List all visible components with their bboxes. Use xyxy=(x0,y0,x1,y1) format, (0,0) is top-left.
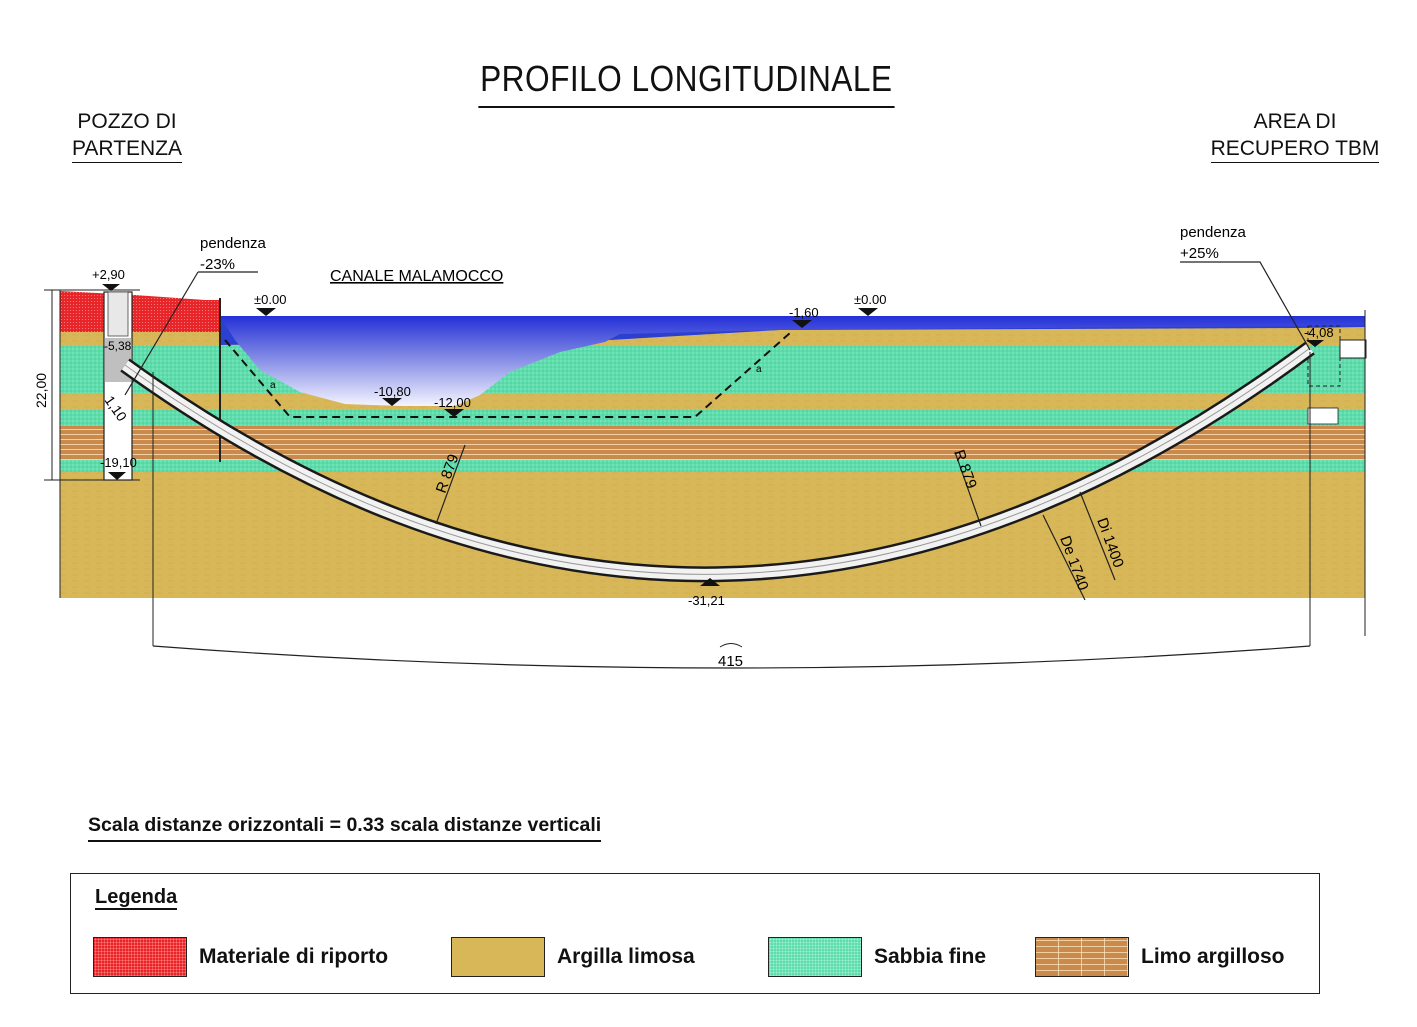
marker-bank xyxy=(792,320,812,328)
marker-lowest xyxy=(700,578,720,586)
elev-recovery: -4,08 xyxy=(1304,325,1334,340)
elevation-markers xyxy=(102,284,1324,586)
length-arc-symbol xyxy=(719,643,743,648)
radius-right-leader xyxy=(954,451,982,527)
mark-a-left: a xyxy=(270,380,276,391)
mark-a-right: a xyxy=(756,364,762,375)
length-arc xyxy=(152,645,1311,669)
page-title: PROFILO LONGITUDINALE xyxy=(0,58,1372,108)
layer-sabbia-2 xyxy=(60,409,1365,426)
marker-bed xyxy=(382,398,402,406)
recovery-area-label-line2: RECUPERO TBM xyxy=(1210,135,1380,163)
elev-shaft-top: +2,90 xyxy=(92,267,125,282)
diameter-leader-2 xyxy=(1079,491,1116,581)
legend: Legenda Materiale di riporto Argilla lim… xyxy=(70,873,1320,994)
marker-water-left xyxy=(256,308,276,316)
marker-recovery xyxy=(1306,340,1324,347)
slope-right-value: +25% xyxy=(1180,245,1219,262)
recovery-block xyxy=(1307,407,1339,425)
channel-dredge-outline xyxy=(224,332,791,418)
legend-title: Legenda xyxy=(95,886,178,910)
legend-label-argilla: Argilla limosa xyxy=(557,945,695,968)
dim-shaft-height: 22,00 xyxy=(33,373,49,408)
slope-left-word: pendenza xyxy=(200,235,267,252)
shaft-height-dimension xyxy=(44,289,140,481)
start-shaft-label-line1: POZZO DI xyxy=(77,110,177,133)
elev-lowest: -31,21 xyxy=(688,593,725,608)
start-shaft-label: POZZO DI PARTENZA xyxy=(52,108,202,163)
riporto-fill xyxy=(60,291,220,332)
tunnel-profile xyxy=(120,341,1315,583)
elev-bank: -1,60 xyxy=(789,305,819,320)
legend-label-sabbia: Sabbia fine xyxy=(874,945,987,968)
layer-sabbia-3 xyxy=(60,460,1365,472)
elev-dredge: -12,00 xyxy=(434,395,471,410)
diagram-labels: pendenza -23% pendenza +25% CANALE MALAM… xyxy=(33,224,1334,670)
legend-item-sabbia: Sabbia fine xyxy=(768,936,986,978)
layer-argilla-2 xyxy=(60,393,1365,409)
legend-item-limo: Limo argilloso xyxy=(1035,936,1285,978)
marker-shaft-bottom xyxy=(108,472,126,480)
recovery-area-label-line1: AREA DI xyxy=(1253,110,1337,133)
canal-label: CANALE MALAMOCCO xyxy=(330,268,503,285)
legend-swatch-limo xyxy=(1035,937,1129,977)
legend-label-riporto: Materiale di riporto xyxy=(199,945,389,968)
radius-left-leader xyxy=(435,444,466,525)
slope-left-leader xyxy=(124,271,258,396)
slope-right-word: pendenza xyxy=(1180,224,1247,241)
slope-right-leader xyxy=(1180,261,1311,351)
tunnel-axis xyxy=(124,347,1311,575)
recovery-exit xyxy=(1339,339,1367,359)
legend-swatch-argilla xyxy=(451,937,545,977)
longitudinal-profile-diagram: pendenza -23% pendenza +25% CANALE MALAM… xyxy=(33,224,1367,670)
legend-label-limo: Limo argilloso xyxy=(1141,945,1285,968)
elev-water-left: ±0.00 xyxy=(254,292,286,307)
marker-shaft-top xyxy=(102,284,120,291)
elev-bed: -10,80 xyxy=(374,384,411,399)
legend-swatch-riporto xyxy=(93,937,187,977)
length-dimension xyxy=(152,352,1311,669)
scale-note: Scala distanze orizzontali = 0.33 scala … xyxy=(88,814,602,842)
elev-shaft-bottom: -19,10 xyxy=(100,455,137,470)
legend-item-argilla: Argilla limosa xyxy=(451,936,695,978)
marker-water-right xyxy=(858,308,878,316)
title-text: PROFILO LONGITUDINALE xyxy=(478,58,894,108)
shaft-inner xyxy=(107,291,129,337)
recovery-area-label: AREA DI RECUPERO TBM xyxy=(1190,108,1400,163)
legend-item-riporto: Materiale di riporto xyxy=(93,936,388,978)
recovery-area xyxy=(1307,310,1367,636)
channel-water xyxy=(220,316,1365,406)
dim-length: 415 xyxy=(718,653,743,670)
elev-water-right: ±0.00 xyxy=(854,292,886,307)
soil-layers xyxy=(60,325,1365,598)
water-channel xyxy=(220,316,1365,418)
legend-swatch-sabbia xyxy=(768,937,862,977)
slope-left-value: -23% xyxy=(200,256,235,273)
marker-dredge xyxy=(444,409,464,417)
diameter-leader xyxy=(1042,514,1086,601)
elev-shaft-exit: -5,38 xyxy=(104,339,132,353)
start-shaft-label-line2: PARTENZA xyxy=(71,135,183,163)
